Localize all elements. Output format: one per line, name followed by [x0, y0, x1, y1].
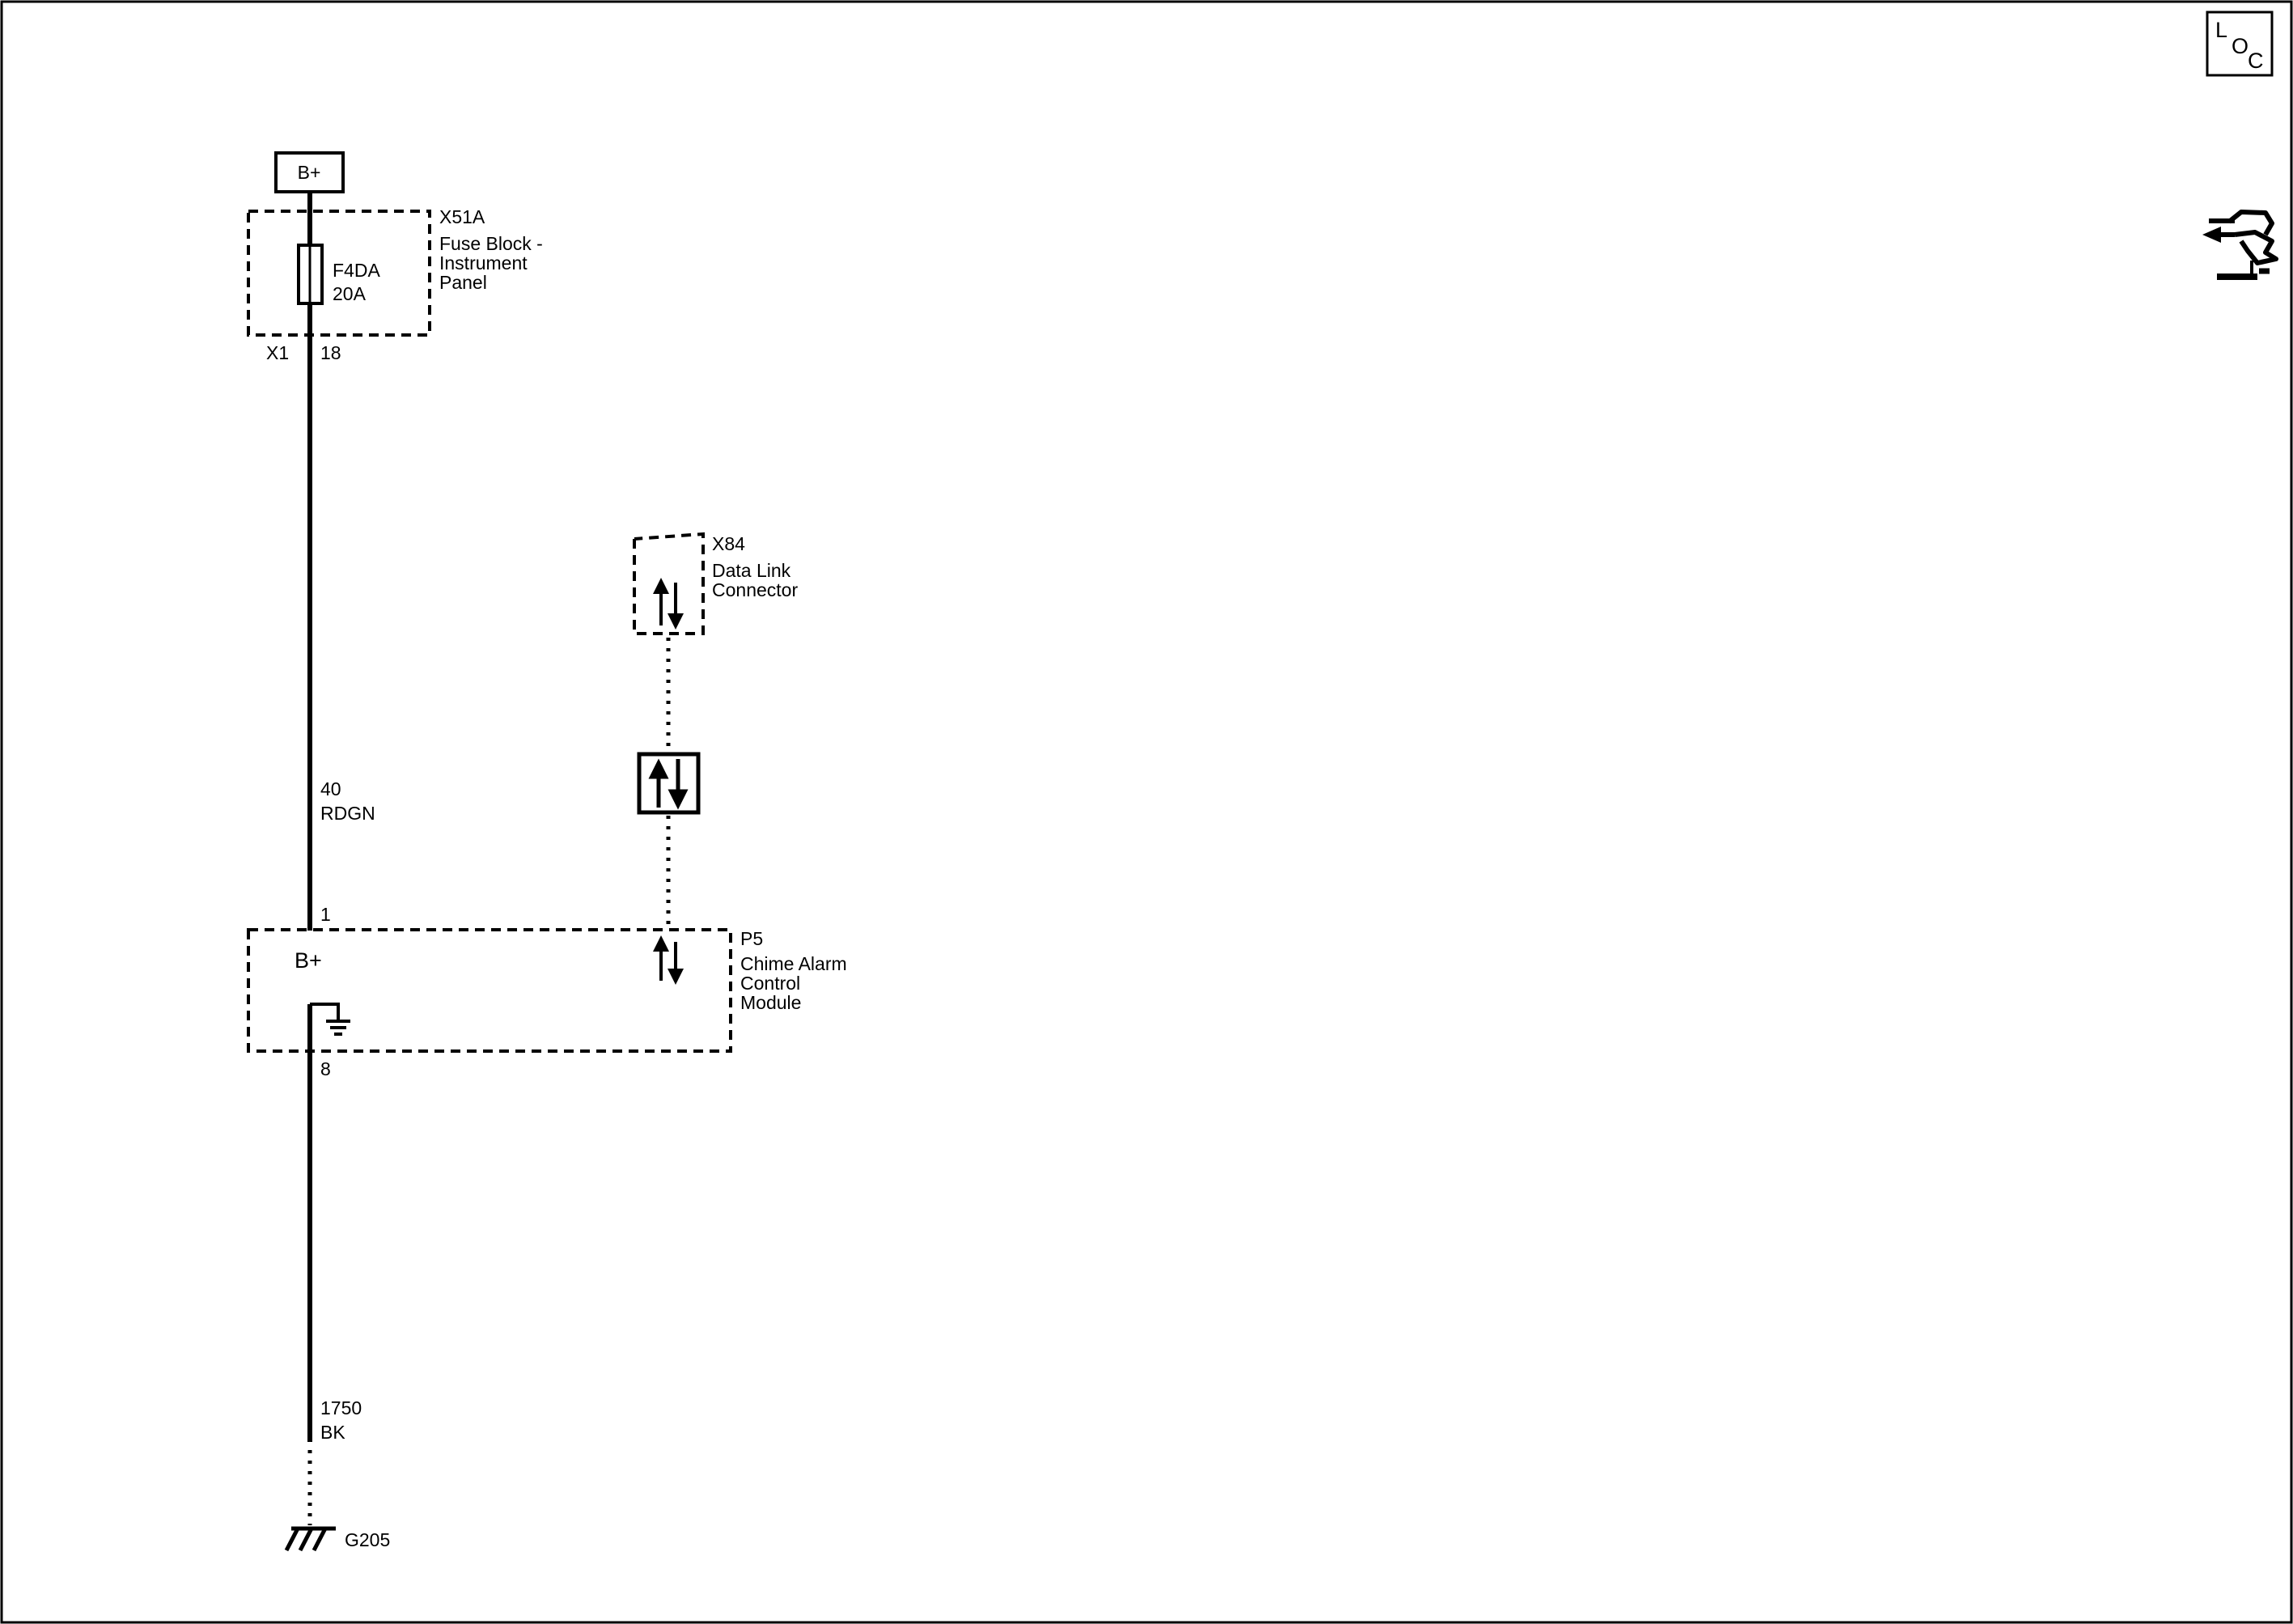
fuse-block-name-2: Instrument [439, 252, 528, 273]
power-source-b-plus: B+ [274, 151, 345, 193]
fuse-name: F4DA [333, 260, 380, 281]
hand-with-arrow-icon[interactable] [2202, 210, 2278, 280]
module-pin-ground: 8 [320, 1058, 331, 1079]
fuse-block-ref: X51A [439, 206, 485, 227]
dlc-name-2: Connector [712, 579, 798, 600]
module-name-2: Control [740, 973, 800, 994]
fuse-block-name-3: Panel [439, 272, 487, 293]
serial-data-symbol [637, 752, 701, 815]
module-name-3: Module [740, 992, 801, 1013]
wire-ground-circuit: 1750 [320, 1397, 362, 1418]
fuse-block-pin: 18 [320, 342, 341, 363]
module-outline [247, 928, 732, 1053]
loc-icon[interactable]: L O C [2206, 11, 2274, 77]
fuse-block-name-1: Fuse Block - [439, 233, 543, 254]
fuse-block-outline [247, 210, 431, 337]
power-source-label: B+ [298, 162, 321, 183]
ground-icon [310, 1003, 350, 1036]
module-name-1: Chime Alarm [740, 953, 847, 974]
ground-ref: G205 [345, 1529, 390, 1550]
wire-power-color: RDGN [320, 803, 375, 824]
module-bidirectional-icon [653, 935, 684, 985]
bidirectional-data-icon [653, 578, 684, 630]
wire-power-circuit: 40 [320, 778, 341, 799]
dlc-ref: X84 [712, 533, 745, 554]
module-ref: P5 [740, 928, 763, 949]
module-power-label: B+ [295, 948, 322, 973]
dlc-name-1: Data Link [712, 560, 791, 581]
loc-letter-l: L [2215, 18, 2227, 42]
wire-ground-color: BK [320, 1422, 345, 1443]
fuse-rating: 20A [333, 283, 367, 304]
loc-letter-c: C [2248, 49, 2264, 73]
module-pin-power: 1 [320, 904, 331, 925]
fuse-block-connector: X1 [266, 342, 289, 363]
loc-letter-o: O [2232, 34, 2248, 58]
chassis-ground-icon [284, 1526, 336, 1552]
dlc-outline [633, 532, 705, 635]
